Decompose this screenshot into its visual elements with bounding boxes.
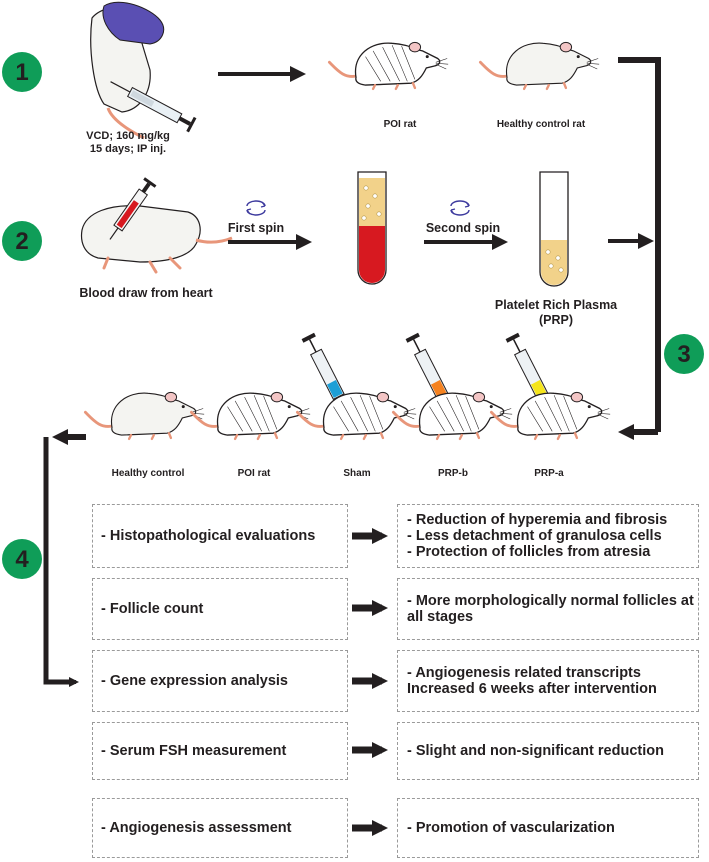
findings-box-angiogenesis: - Promotion of vascularization xyxy=(397,798,699,858)
analysis-label: - Follicle count xyxy=(101,601,204,617)
analysis-label: - Angiogenesis assessment xyxy=(101,820,292,836)
vcd-duration-label: 15 days; IP inj. xyxy=(90,143,166,155)
vcd-dose-label: VCD; 160 mg/kg xyxy=(86,130,170,142)
finding-line: - Reduction of hyperemia and fibrosis xyxy=(407,512,668,528)
first-spin-label: First spin xyxy=(228,221,284,235)
group-label-prp-a: PRP-a xyxy=(534,468,564,479)
rat-tail xyxy=(106,107,145,140)
group-poi-rat-icon xyxy=(189,390,312,441)
step-2-badge: 2 xyxy=(2,221,42,261)
finding-line: - Protection of follicles from atresia xyxy=(407,544,651,560)
centrifuged-tube-icon xyxy=(357,171,387,285)
step-3-number: 3 xyxy=(677,341,690,368)
step-2-number: 2 xyxy=(15,228,28,255)
analysis-box-serum-fsh: - Serum FSH measurement xyxy=(92,722,348,780)
step-4-circle xyxy=(2,539,42,579)
findings-box-serum-fsh: - Slight and non-significant reduction xyxy=(397,722,699,780)
vcd-injection-illustration xyxy=(90,1,197,140)
prp-label-line2: (PRP) xyxy=(539,313,573,327)
finding-line: - Angiogenesis related transcripts Incre… xyxy=(407,665,657,697)
findings-box-histopathology: - Reduction of hyperemia and fibrosis - … xyxy=(397,504,699,568)
analysis-box-gene-expression: - Gene expression analysis xyxy=(92,650,348,712)
step-3-badge: 3 xyxy=(664,334,704,374)
healthy-control-rat-icon xyxy=(478,40,601,91)
analysis-box-angiogenesis: - Angiogenesis assessment xyxy=(92,798,348,858)
step-3-circle xyxy=(664,334,704,374)
gloved-hand-icon xyxy=(102,1,165,45)
analysis-box-follicle-count: - Follicle count xyxy=(92,578,348,640)
blood-draw-label: Blood draw from heart xyxy=(79,286,213,300)
prp-label-line1: Platelet Rich Plasma xyxy=(495,298,618,312)
prp-tube-icon xyxy=(539,171,569,287)
step-1-badge: 1 xyxy=(2,52,42,92)
supine-rat-tail xyxy=(195,236,233,244)
step-4-number: 4 xyxy=(15,546,29,573)
findings-box-follicle-count: - More morphologically normal follicles … xyxy=(397,578,699,640)
group-label-poi-rat: POI rat xyxy=(238,468,271,479)
blood-syringe-icon xyxy=(109,177,157,240)
poi-rat-label: POI rat xyxy=(384,119,417,130)
finding-line: - More morphologically normal follicles … xyxy=(407,593,694,625)
finding-line: - Less detachment of granulosa cells xyxy=(407,528,662,544)
analysis-label: - Serum FSH measurement xyxy=(101,743,287,759)
finding-line: - Slight and non-significant reduction xyxy=(407,743,664,759)
step-1-number: 1 xyxy=(15,59,28,86)
step-1-circle xyxy=(2,52,42,92)
group-healthy-control-rat-icon xyxy=(83,390,206,441)
analysis-label: - Gene expression analysis xyxy=(101,673,288,689)
finding-line: - Promotion of vascularization xyxy=(407,820,615,836)
analysis-label: - Histopathological evaluations xyxy=(101,528,316,544)
poi-rat-icon xyxy=(327,40,450,91)
right-connector xyxy=(618,57,661,440)
analysis-box-histopathology: - Histopathological evaluations xyxy=(92,504,348,568)
left-connector xyxy=(43,429,86,687)
group-label-sham: Sham xyxy=(343,468,370,479)
step-2-circle xyxy=(2,221,42,261)
group-prp-a-rat-icon xyxy=(489,390,612,441)
supine-rat-body xyxy=(80,205,201,263)
healthy-control-rat-label: Healthy control rat xyxy=(497,119,586,130)
blood-draw-illustration xyxy=(80,177,233,274)
group-label-healthy-control: Healthy control xyxy=(112,468,185,479)
second-spin-icon xyxy=(450,200,470,216)
findings-box-gene-expression: - Angiogenesis related transcripts Incre… xyxy=(397,650,699,712)
group-label-prp-b: PRP-b xyxy=(438,468,468,479)
first-spin-icon xyxy=(246,200,266,216)
step-4-badge: 4 xyxy=(2,539,42,579)
syringe-icon xyxy=(110,81,197,133)
supine-rat-paws xyxy=(102,256,182,274)
second-spin-label: Second spin xyxy=(426,221,500,235)
